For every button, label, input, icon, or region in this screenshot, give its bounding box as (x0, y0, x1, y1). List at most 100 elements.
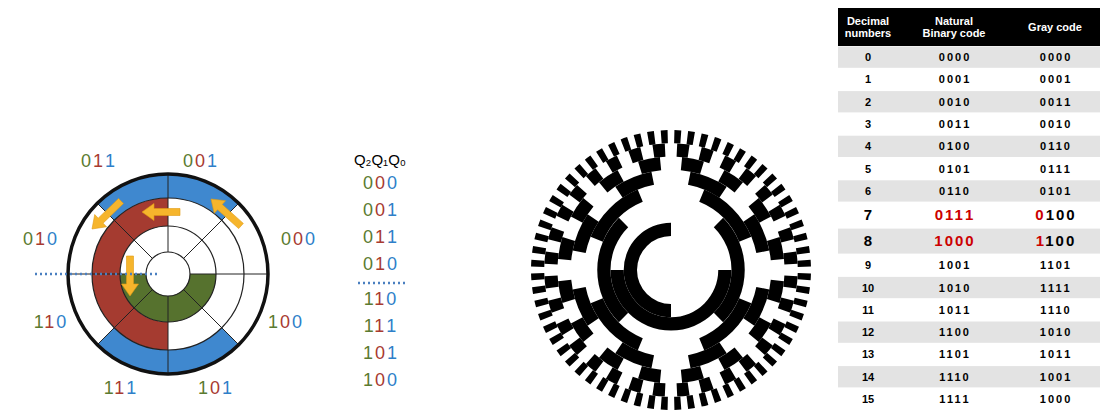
digit: 0 (955, 163, 963, 175)
digit: 0 (1048, 96, 1056, 108)
code-track-segment (591, 298, 643, 350)
digit: 1 (387, 343, 397, 363)
digit: 1 (965, 206, 973, 223)
code-track-segment (674, 396, 681, 410)
digit: 0 (947, 51, 955, 63)
ring-outline (146, 252, 190, 296)
digit: 1 (934, 232, 944, 249)
digit: 0 (363, 200, 375, 220)
code-track-segment (596, 148, 608, 163)
code-track-segment (768, 205, 785, 222)
table-cell: 0110 (1040, 140, 1070, 152)
table-row (838, 344, 1100, 365)
code-track-segment (784, 321, 799, 333)
table-cell: 0111 (1040, 163, 1070, 175)
digit: 1 (939, 259, 947, 271)
table-cell: 1 (865, 73, 871, 85)
sector-line (190, 274, 268, 275)
digit: 1 (1040, 282, 1048, 294)
digit: 0 (955, 326, 963, 338)
disc-code-label: 100 (268, 313, 302, 333)
digit: 1 (955, 304, 963, 316)
table-row (838, 322, 1100, 343)
code-track-segment (586, 168, 604, 186)
table-cell: 14 (862, 371, 874, 383)
table-cell: 1100 (1036, 233, 1075, 250)
table-cell: 10 (862, 282, 874, 294)
table-header: Natural Binary code (917, 15, 991, 39)
digit: 0 (945, 232, 955, 249)
code-track-segment (556, 205, 573, 222)
digit: 1 (947, 326, 955, 338)
digit: 1 (1056, 348, 1064, 360)
digit: 1 (1040, 348, 1048, 360)
code-track-segment (571, 317, 594, 342)
rotation-arrow (211, 199, 243, 229)
table-row (838, 113, 1100, 134)
code-track-segment (755, 338, 773, 356)
ring-outline (120, 226, 216, 322)
table-cell: 7 (864, 207, 872, 224)
disc-code-label: 101 (198, 379, 232, 399)
digit: 0 (1064, 326, 1070, 338)
digit: 0 (1048, 51, 1056, 63)
table-cell: 1001 (1040, 371, 1071, 383)
code-track-segment (783, 276, 797, 289)
table-row (838, 158, 1100, 179)
digit: 1 (939, 326, 947, 338)
code-track-segment (687, 395, 695, 409)
digit: 0 (1048, 326, 1056, 338)
digit: 0 (1066, 232, 1074, 249)
digit: 0 (1056, 73, 1064, 85)
table-cell: 0111 (935, 207, 974, 224)
table-cell: 11 (862, 304, 874, 316)
table-cell: 0010 (1040, 118, 1071, 130)
digit: 1 (363, 343, 375, 363)
table-row (838, 69, 1100, 90)
table-cell: 0 (865, 51, 871, 63)
digit: 0 (955, 73, 963, 85)
digit: 0 (292, 312, 302, 332)
digit: 1 (44, 312, 56, 332)
digit: 1 (1040, 304, 1048, 316)
table-cell: 8 (864, 233, 872, 250)
disc-segment (120, 274, 152, 308)
code-track-segment (556, 319, 573, 336)
digit: 0 (387, 173, 397, 193)
digit: 0 (965, 232, 973, 249)
column-code: 000 (363, 174, 397, 194)
code-track-segment (793, 233, 807, 243)
digit: 0 (1064, 51, 1070, 63)
table-cell: 0010 (939, 96, 970, 108)
table-cell: 0011 (1040, 96, 1071, 108)
table-cell: 1101 (939, 348, 969, 360)
code-track-segment (744, 156, 757, 171)
table-row (838, 255, 1100, 276)
digit: 1 (1055, 304, 1063, 316)
digit: 0 (1056, 232, 1066, 249)
digit: 0 (1064, 304, 1070, 316)
code-track-segment (763, 173, 777, 187)
table-cell: 1110 (939, 371, 968, 383)
code-track-segment (591, 190, 643, 242)
table-cell: 5 (865, 163, 871, 175)
gray-code-disc (531, 130, 811, 410)
rotation-arrow (92, 198, 123, 229)
digit: 0 (363, 254, 375, 274)
table-cell: 1000 (1040, 393, 1071, 405)
code-track-segment (711, 137, 722, 152)
column-code: 011 (363, 228, 397, 248)
digit: 1 (1045, 232, 1055, 249)
digit: 1 (374, 289, 386, 309)
digit: 0 (1040, 96, 1048, 108)
code-track-segment (797, 273, 811, 280)
digit: 1 (1064, 73, 1070, 85)
code-track-segment (538, 310, 553, 321)
code-track-segment (688, 342, 727, 368)
digit: 1 (1055, 282, 1063, 294)
table-cell: 0000 (1040, 51, 1071, 63)
code-track-segment (720, 367, 737, 384)
code-track-segment (699, 298, 751, 350)
digit: 0 (939, 73, 947, 85)
